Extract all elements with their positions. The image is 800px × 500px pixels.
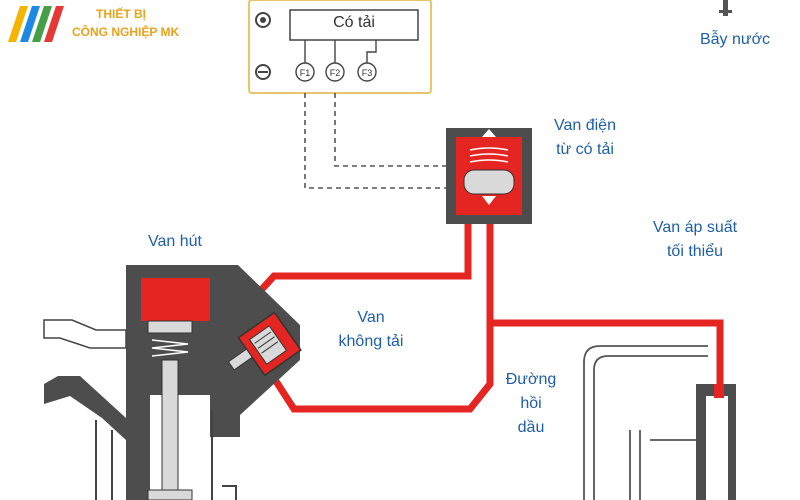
mk-logo-icon <box>8 6 64 42</box>
load-display <box>289 9 419 41</box>
terminal-f1: F1 <box>295 62 315 82</box>
logo-line1: THIẾT BỊ <box>96 7 146 21</box>
terminal-f1-label: F1 <box>300 68 311 78</box>
unload-valve-label: Van không tải <box>338 309 404 350</box>
solenoid-valve-label: Van điện từ có tải <box>554 117 616 158</box>
terminal-f3-label: F3 <box>362 68 373 78</box>
suction-valve-label: Van hút <box>148 233 202 250</box>
water-trap-icon <box>719 0 732 16</box>
water-trap-label: Bẫy nước <box>699 31 771 48</box>
logo-line2: CÔNG NGHIỆP MK <box>72 25 180 39</box>
load-display-title: Có tải <box>333 14 375 31</box>
terminal-f2-label: F2 <box>330 68 341 78</box>
pressure-lines <box>249 224 724 413</box>
min-pressure-valve-label: Van áp suất tối thiểu <box>652 219 738 260</box>
oil-return-label: Đường hồi dầu <box>505 371 557 436</box>
terminal-f2: F2 <box>325 62 345 82</box>
inlet-housing <box>43 319 127 500</box>
suction-valve-housing <box>126 265 300 500</box>
signal-wires <box>304 93 448 189</box>
terminal-f3: F3 <box>357 62 377 82</box>
unload-valve <box>227 311 302 377</box>
solenoid-valve <box>446 128 532 224</box>
min-pressure-valve-assembly <box>583 345 708 500</box>
